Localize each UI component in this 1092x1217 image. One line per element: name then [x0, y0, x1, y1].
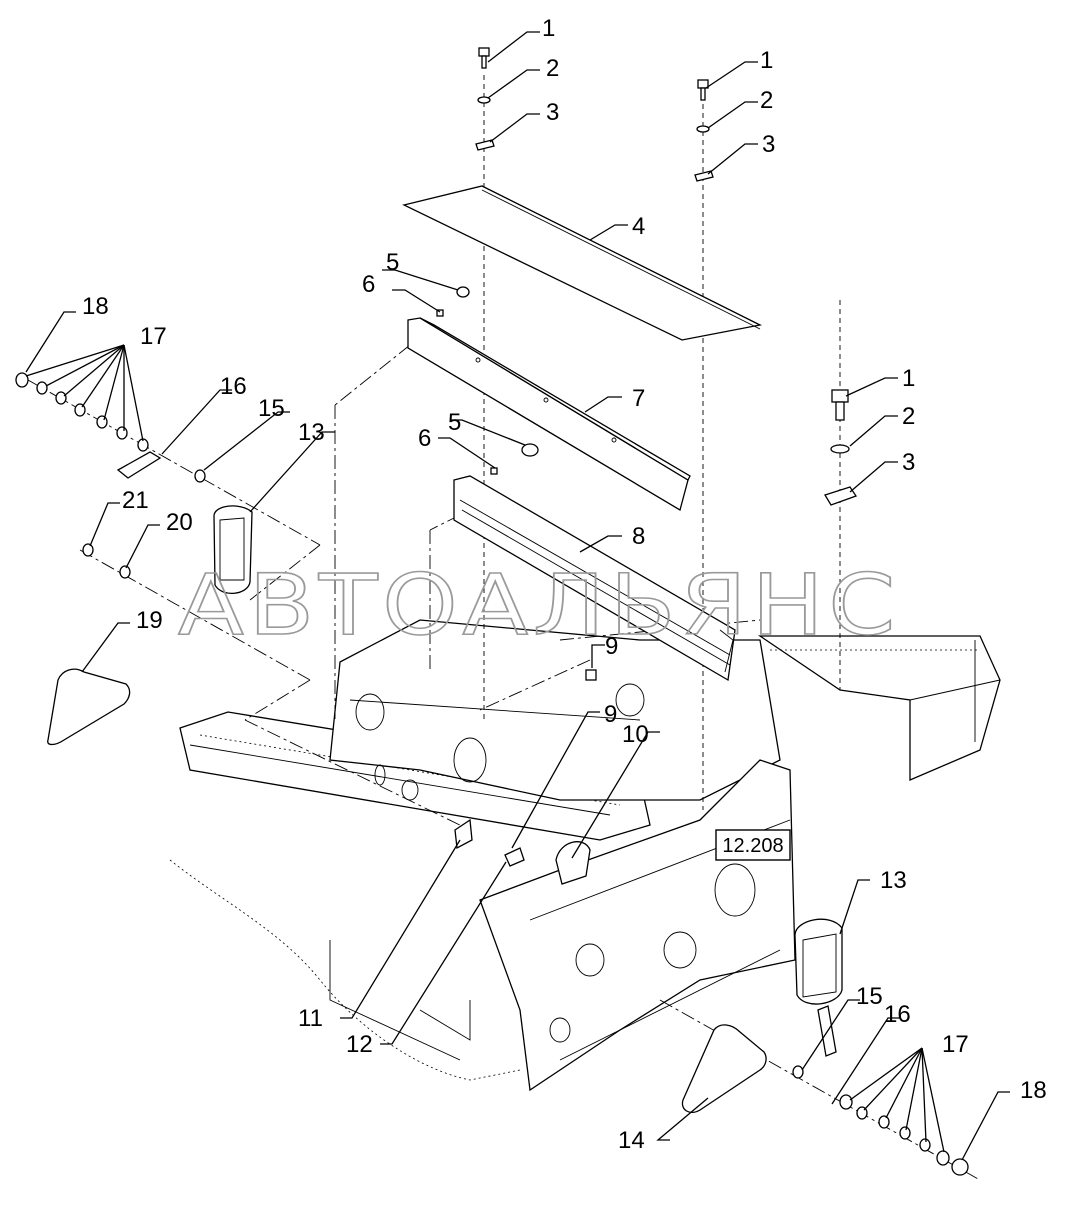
- callout-6b: 6: [418, 425, 431, 452]
- washer-set-right: [792, 1065, 969, 1176]
- handle-16-left: [116, 451, 162, 479]
- callout-9b: 9: [604, 701, 617, 728]
- callout-numbers: 1 2 3 1 2 3 1 2 3 4 5 6 5 6 7 8 9 9 10 1…: [82, 15, 1047, 1154]
- angle-profile: [407, 317, 691, 511]
- hand-hole-cover-right: [794, 918, 843, 1005]
- hand-hole-cover-left: [213, 505, 253, 594]
- reference-box: 12.208: [715, 829, 791, 861]
- callout-5a: 5: [386, 249, 399, 276]
- callout-3a: 3: [546, 99, 559, 126]
- callout-17b: 17: [942, 1031, 969, 1058]
- watermark-text: АВТОАЛЬЯНС: [178, 556, 900, 654]
- callout-1a: 1: [542, 15, 555, 42]
- bolt-stack-c: [824, 389, 858, 506]
- callout-12: 12: [346, 1031, 373, 1058]
- callout-3b: 3: [762, 131, 775, 158]
- callout-6a: 6: [362, 271, 375, 298]
- callout-11: 11: [298, 1005, 323, 1032]
- callout-15b: 15: [856, 983, 883, 1010]
- callout-9a: 9: [605, 633, 618, 660]
- bolt-5-6-upper: [436, 286, 470, 317]
- callout-2b: 2: [760, 87, 773, 114]
- callout-7: 7: [632, 385, 645, 412]
- bolt-9-lower: [504, 847, 525, 867]
- bolt-stack-a: [475, 47, 495, 151]
- callout-18b: 18: [1020, 1077, 1047, 1104]
- callout-13b: 13: [880, 867, 907, 894]
- frame-assembly: [169, 619, 1001, 1092]
- callout-20: 20: [166, 509, 193, 536]
- callout-10: 10: [622, 721, 649, 748]
- callout-21: 21: [122, 487, 149, 514]
- callout-3c: 3: [902, 449, 915, 476]
- washer-set-left: [15, 372, 206, 579]
- callout-1c: 1: [902, 365, 915, 392]
- cover-plate-10: [555, 841, 591, 885]
- callout-19: 19: [136, 607, 163, 634]
- triangle-cover-14: [681, 1024, 767, 1114]
- bolt-stack-b: [694, 79, 714, 182]
- callout-5b: 5: [448, 409, 461, 436]
- callout-16b: 16: [884, 1001, 911, 1028]
- callout-18a: 18: [82, 293, 109, 320]
- channel-rail: [453, 475, 736, 682]
- callout-2a: 2: [546, 55, 559, 82]
- bolt-9-upper: [585, 669, 597, 681]
- bolt-5-6-lower: [490, 443, 539, 475]
- callout-8: 8: [632, 523, 645, 550]
- callout-4: 4: [632, 213, 645, 240]
- callout-1b: 1: [760, 47, 773, 74]
- reference-code: 12.208: [722, 835, 783, 857]
- callout-leaders: [25, 31, 1010, 1161]
- belt-19: [47, 668, 131, 746]
- cover-panel: [402, 185, 763, 341]
- callout-14: 14: [618, 1127, 645, 1154]
- callout-15a: 15: [258, 395, 285, 422]
- callout-13a: 13: [298, 419, 325, 446]
- callout-16a: 16: [220, 373, 247, 400]
- callout-17a: 17: [140, 323, 167, 350]
- callout-2c: 2: [902, 403, 915, 430]
